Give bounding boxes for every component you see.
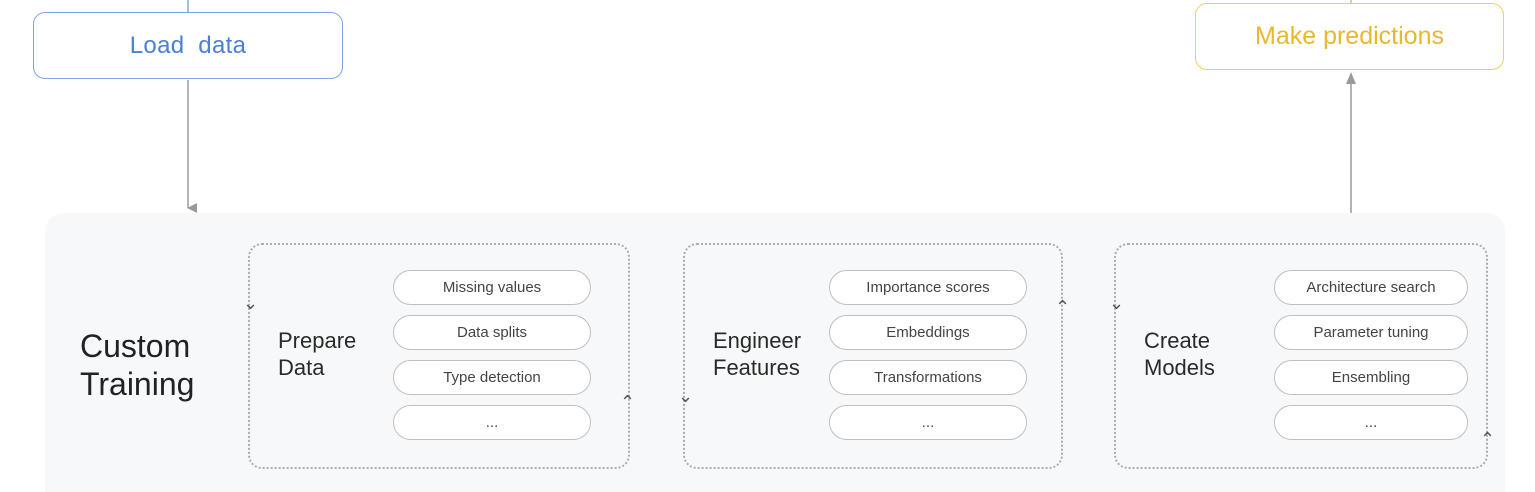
load-data-node: Load data	[33, 12, 343, 79]
load-data-label: Load data	[129, 31, 247, 59]
chevron-down-icon: ⌄	[243, 293, 259, 313]
pill-missing-values: Missing values	[393, 270, 591, 305]
chevron-up-icon: ⌃	[620, 392, 636, 412]
make-predictions-label: Make predictions	[1255, 22, 1444, 50]
pill-embeddings: Embeddings	[829, 315, 1027, 350]
stage-prepare-data	[248, 243, 630, 469]
pill-more-prepare: ...	[393, 405, 591, 440]
stage-label-prepare-data: Prepare Data	[278, 328, 357, 380]
pill-ensembling: Ensembling	[1274, 360, 1468, 395]
custom-training-panel	[45, 213, 1505, 492]
pill-more-engineer: ...	[829, 405, 1027, 440]
chevron-down-icon: ⌄	[678, 386, 694, 406]
stage-label-engineer-features: Engineer Features	[713, 328, 802, 380]
chevron-up-icon: ⌃	[1055, 297, 1071, 317]
pill-parameter-tuning: Parameter tuning	[1274, 315, 1468, 350]
pill-importance-scores: Importance scores	[829, 270, 1027, 305]
pill-transformations: Transformations	[829, 360, 1027, 395]
predictions-arrow-head	[1346, 72, 1356, 84]
make-predictions-node: Make predictions	[1195, 3, 1504, 70]
stage-create-models	[1114, 243, 1488, 469]
chevron-down-icon: ⌄	[1109, 293, 1125, 313]
stage-engineer-features	[683, 243, 1063, 469]
pill-architecture-search: Architecture search	[1274, 270, 1468, 305]
pill-type-detection: Type detection	[393, 360, 591, 395]
pill-more-models: ...	[1274, 405, 1468, 440]
custom-training-title: Custom Training	[80, 328, 195, 402]
stage-label-create-models: Create Models	[1144, 328, 1215, 380]
pill-data-splits: Data splits	[393, 315, 591, 350]
chevron-up-icon: ⌃	[1480, 429, 1496, 449]
